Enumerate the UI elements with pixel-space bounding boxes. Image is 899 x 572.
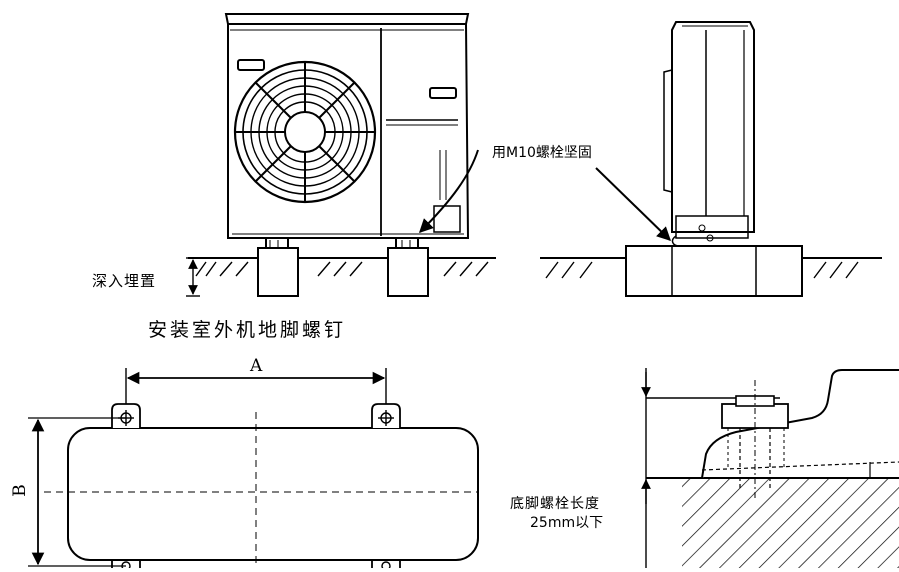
bolt-length-label-line1: 底脚螺栓长度	[510, 496, 600, 512]
foundation-blocks-front	[257, 237, 429, 297]
outdoor-unit-side-view	[663, 21, 755, 247]
bury-depth-label: 深入埋置	[92, 272, 157, 290]
bolt-pointer-side	[595, 167, 672, 241]
foundation-side	[625, 245, 803, 297]
dimension-a-label: A	[250, 356, 263, 376]
bolt-note-label: 用M10螺栓坚固	[492, 145, 592, 161]
outdoor-unit-front-view	[224, 13, 470, 239]
ground-side	[540, 257, 882, 279]
fan-grille	[233, 60, 377, 204]
bolt-detail	[641, 368, 899, 568]
ground-front	[188, 257, 496, 277]
plan-view	[28, 368, 479, 571]
bury-depth-dimension	[186, 257, 200, 297]
bolt-length-label-line2: 25mm以下	[530, 515, 604, 531]
section-title: 安装室外机地脚螺钉	[148, 319, 347, 341]
bolt-pointer-front	[419, 149, 479, 233]
dimension-b-label: B	[9, 484, 30, 497]
